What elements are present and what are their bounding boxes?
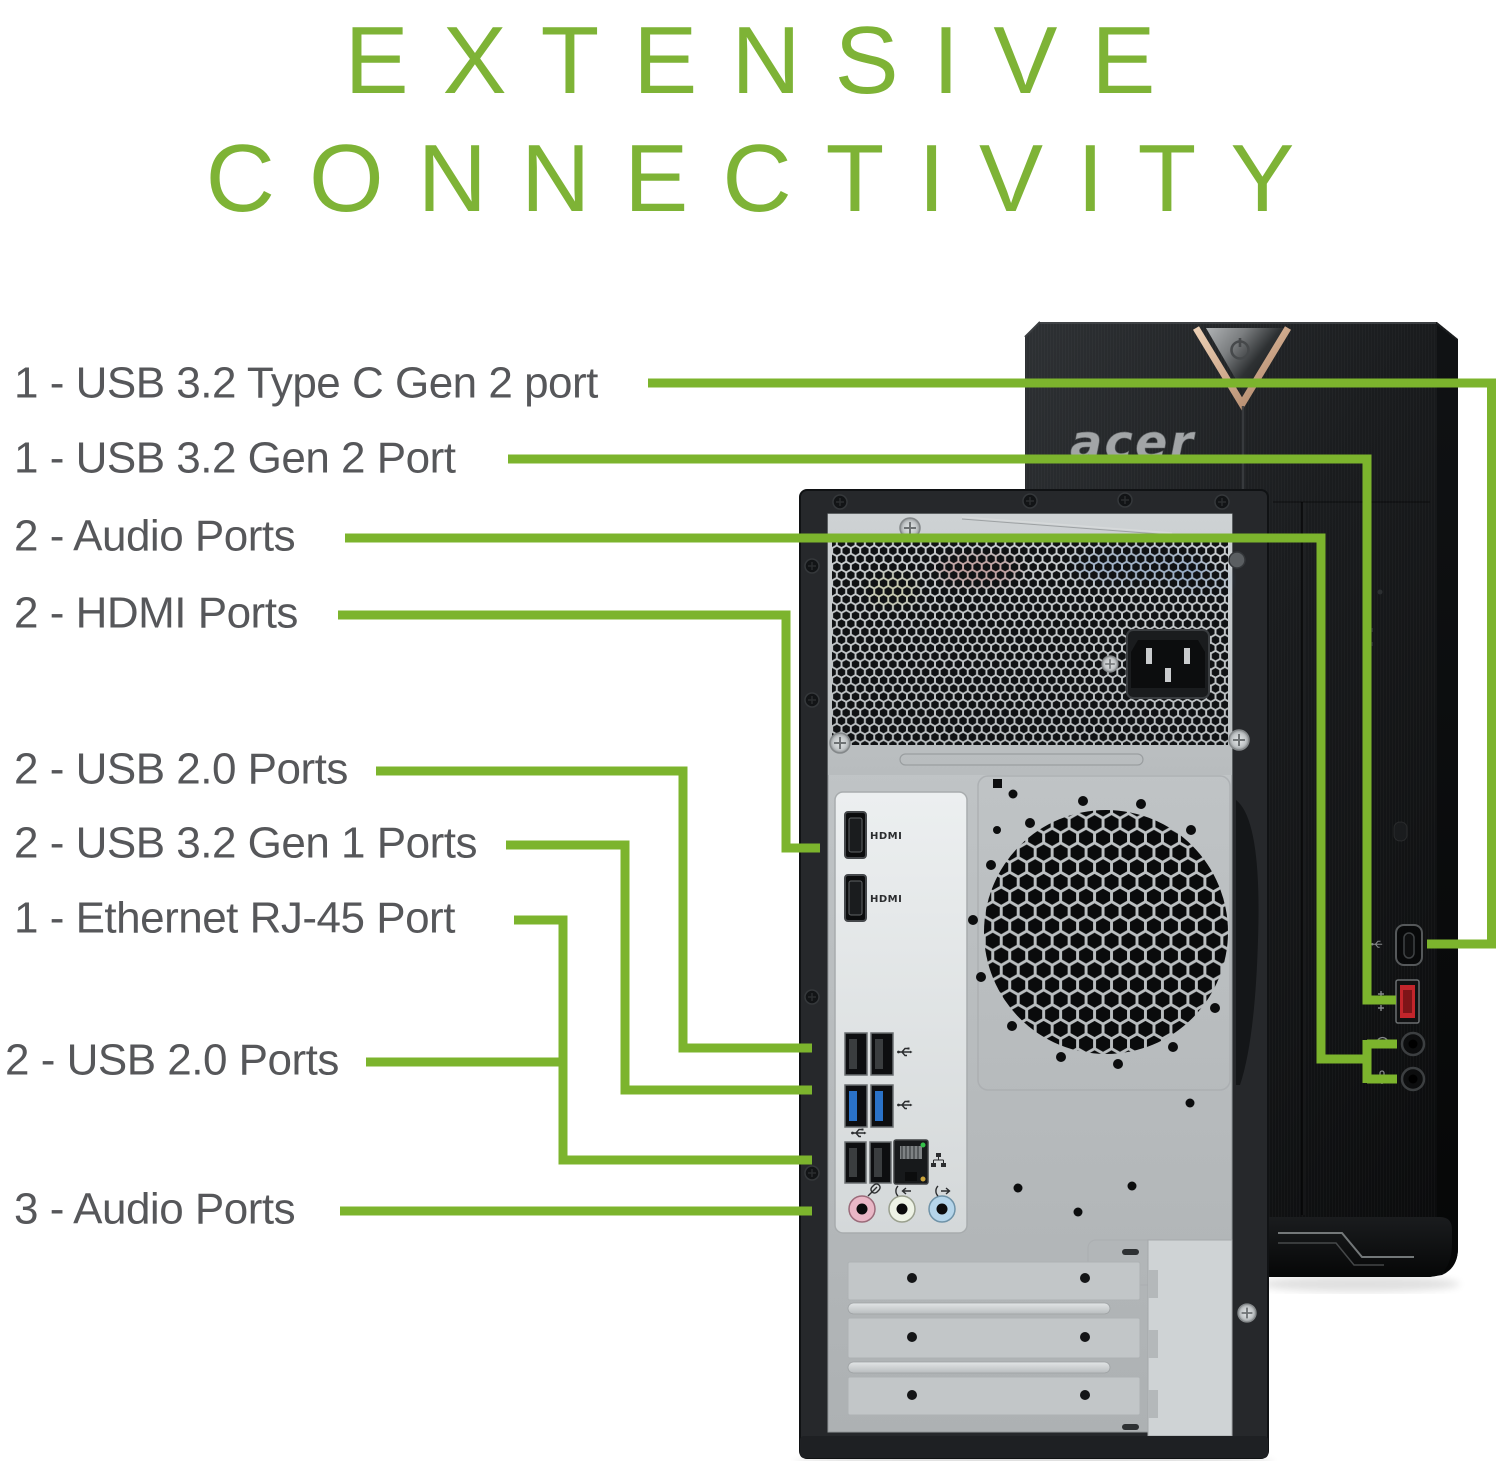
fan-vent: [968, 775, 1231, 1286]
label-usb-c: 1 - USB 3.2 Type C Gen 2 port: [14, 358, 598, 408]
slot-blank: [847, 1261, 1141, 1301]
ethernet-port: [893, 1139, 929, 1185]
charge-icon: [1378, 991, 1384, 1011]
usb-red-port: [1395, 979, 1420, 1024]
hdmi-port-1: [844, 811, 867, 859]
label-front-audio: 2 - Audio Ports: [14, 511, 296, 561]
psu-area: [828, 514, 1250, 775]
slot-divider: [847, 1302, 1111, 1315]
page-title: EXTENSIVE CONNECTIVITY: [0, 2, 1500, 238]
front-tower-side: [1437, 325, 1458, 1273]
expansion-slots: [847, 1239, 1233, 1437]
fan-emboss-outline: [977, 775, 1231, 1091]
fan-hex-mesh: [984, 810, 1228, 1054]
slot-retention-bracket: [1147, 1239, 1233, 1437]
callout-usb-c: [648, 378, 1496, 949]
link-led: [920, 1142, 926, 1148]
io-bracket: HDMI HDMI: [834, 791, 968, 1234]
label-usb20-bottom: 2 - USB 2.0 Ports: [5, 1035, 339, 1085]
label-rear-audio: 3 - Audio Ports: [14, 1184, 296, 1234]
power-button: [1230, 338, 1250, 360]
fan-ring-holes: [968, 796, 1220, 1069]
line-out-icon: [935, 1185, 951, 1197]
bottom-frame: [800, 1436, 1268, 1458]
psu-groove: [899, 753, 1144, 766]
label-hdmi: 2 - HDMI Ports: [14, 588, 298, 638]
title-line-2: CONNECTIVITY: [205, 125, 1329, 232]
rear-audio-jacks: [848, 1195, 956, 1223]
callout-usb-red: [508, 454, 1396, 1005]
screw-icon: [1228, 551, 1246, 569]
network-icon: [931, 1153, 946, 1167]
hdmi-label: HDMI: [870, 831, 902, 842]
rear-usb32-gen1-pair: [844, 1084, 894, 1128]
rear-usb20-bottom-pair: [844, 1141, 892, 1184]
usb-icon: [1371, 940, 1383, 948]
callout-hdmi: [338, 610, 820, 853]
label-usb32-gen1: 2 - USB 3.2 Gen 1 Ports: [14, 818, 477, 868]
slot-divider: [847, 1361, 1111, 1374]
base-accent-line: [1278, 1242, 1384, 1266]
label-usb20-top: 2 - USB 2.0 Ports: [14, 744, 348, 794]
label-usb-gen2: 1 - USB 3.2 Gen 2 Port: [14, 433, 456, 483]
slot-blank: [847, 1376, 1141, 1416]
odd-eject-button: [1393, 821, 1408, 842]
front-tower-shadow: [1260, 1276, 1460, 1292]
base-accent-line: [1278, 1232, 1414, 1258]
slot-blank: [847, 1317, 1141, 1359]
mic-icon: [867, 1183, 881, 1197]
card-latch: [1236, 800, 1259, 1085]
top-left-bevel: [1024, 321, 1041, 338]
activity-led: [920, 1176, 926, 1182]
callout-usb20-top: [376, 766, 812, 1053]
usb-c-port: [1395, 924, 1423, 966]
pinhole: [1377, 589, 1383, 595]
power-inlet-c14: [1126, 629, 1210, 699]
callout-usb32-gen1: [506, 840, 812, 1095]
rear-usb20-top-pair: [844, 1032, 894, 1076]
title-line-1: EXTENSIVE: [344, 7, 1190, 114]
mic-jack: [1400, 1066, 1426, 1092]
front-tower-base: [1268, 1217, 1452, 1277]
back-tower: HDMI HDMI: [796, 489, 1272, 1461]
headphone-jack: [1400, 1031, 1426, 1057]
callout-front-audio: [345, 533, 1397, 1084]
line-in-icon: [895, 1185, 911, 1197]
label-ethernet: 1 - Ethernet RJ-45 Port: [14, 893, 455, 943]
v-ornament: [1193, 326, 1291, 497]
callout-lines: [338, 378, 1496, 1216]
hdmi-port-2: [844, 874, 867, 922]
callout-ethernet: [514, 915, 812, 1165]
hdmi-label: HDMI: [870, 894, 902, 905]
slot-screw-holes: [907, 1273, 1090, 1400]
